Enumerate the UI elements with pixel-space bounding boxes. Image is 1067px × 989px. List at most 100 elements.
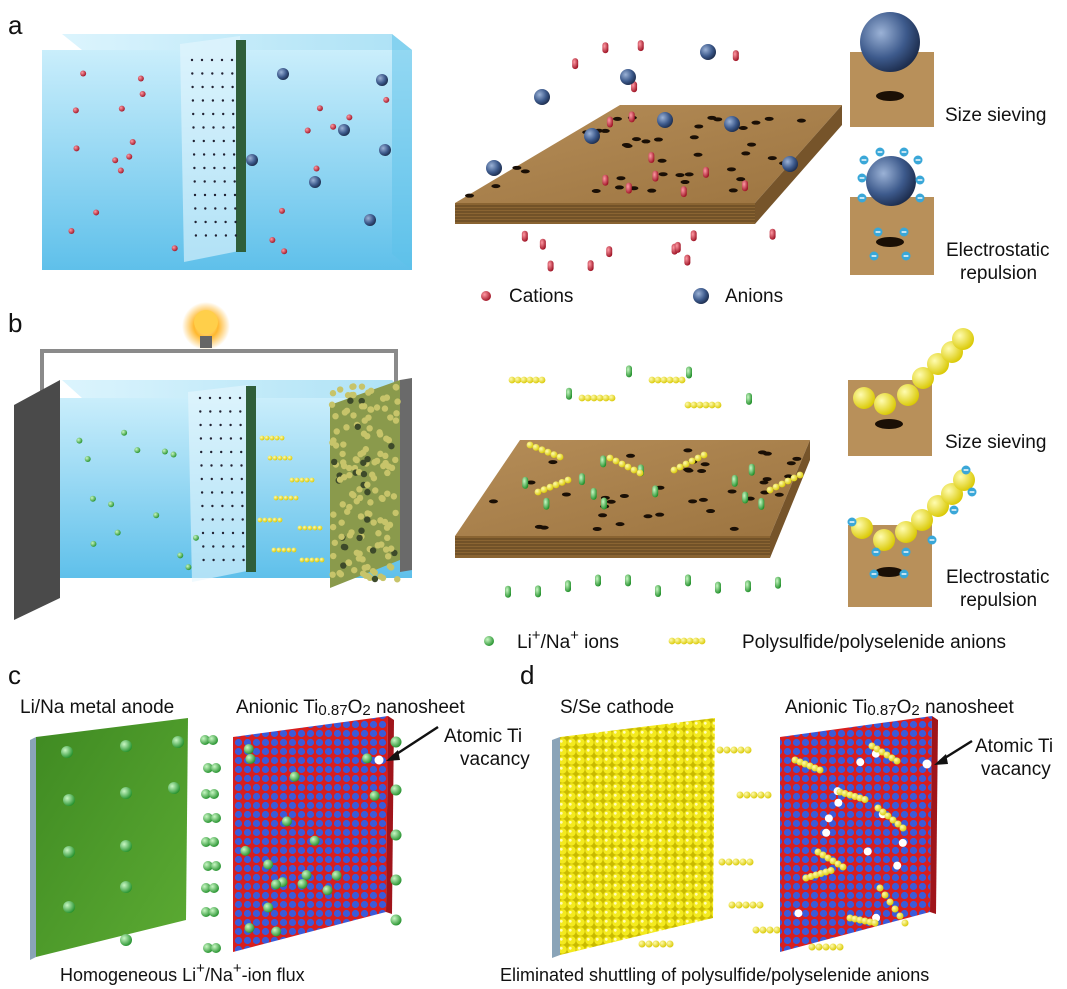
anion	[782, 156, 798, 172]
li-ion	[168, 782, 180, 794]
polysulfide-bead	[291, 547, 297, 553]
li-ion	[84, 455, 91, 462]
cation	[648, 152, 655, 164]
panel-d-cathode-title: S/Se cathode	[560, 697, 674, 718]
anion-legend-icon	[693, 288, 709, 304]
polysulfide-bead	[612, 457, 620, 465]
li-ion	[121, 429, 128, 436]
anion	[534, 89, 550, 105]
polysulfide-bead	[672, 376, 680, 384]
cation	[313, 165, 320, 172]
polysulfide-bead	[680, 637, 688, 645]
polysulfide-bead	[666, 940, 674, 948]
li-ion-flux	[200, 735, 221, 953]
cation	[73, 145, 80, 152]
anion	[364, 214, 376, 226]
panel-c-caption: Homogeneous Li+/Na+-ion flux	[60, 960, 305, 985]
li-ion	[390, 874, 402, 886]
polysulfide-bead	[746, 858, 754, 866]
polysulfide-bead	[304, 477, 310, 483]
polysulfide-bead	[508, 376, 516, 384]
panel-b-slab-layers	[455, 538, 770, 555]
polysulfide-bead	[725, 858, 733, 866]
li-ion	[120, 934, 132, 946]
cation	[732, 50, 739, 62]
ti-vacancy	[824, 814, 833, 823]
cation	[684, 254, 691, 266]
polysulfide-bead	[648, 376, 656, 384]
cation	[702, 166, 709, 178]
li-ion	[595, 574, 601, 587]
cation	[680, 186, 687, 198]
polysulfide-bead	[889, 816, 897, 824]
li-ion	[63, 846, 75, 858]
polysulfide-bead	[952, 328, 974, 350]
circuit-wire	[40, 349, 398, 398]
li-ion	[211, 763, 221, 773]
polysulfide-bead	[304, 557, 310, 563]
polysulfide-chain	[851, 469, 975, 551]
li-ion	[201, 907, 211, 917]
li-ion	[390, 784, 402, 796]
panel-b-membrane-pores	[198, 396, 245, 562]
anion	[246, 154, 258, 166]
li-ion	[209, 837, 219, 847]
polysulfide-bead	[288, 495, 294, 501]
polysulfide-bead	[319, 557, 325, 563]
panel-b-li-ions	[76, 429, 199, 571]
li-ion	[565, 580, 571, 593]
polysulfide-bead	[700, 451, 708, 459]
polysulfide-bead	[606, 454, 614, 462]
li-ion	[209, 883, 219, 893]
li-ion	[263, 859, 274, 870]
panel-b-slab-ions	[505, 365, 804, 598]
polysulfide-bead	[584, 394, 592, 402]
cation	[602, 174, 609, 186]
cation	[129, 139, 136, 146]
polysulfide-bead	[698, 637, 706, 645]
polysulfide-bead	[590, 394, 598, 402]
cation	[118, 105, 125, 112]
li-ion	[201, 883, 211, 893]
li-ion	[244, 923, 255, 934]
panel-b-negative-charges	[847, 465, 977, 579]
panel-a-electrostatic-box	[850, 147, 934, 275]
polysulfide-bead	[264, 435, 270, 441]
nanosheet-li-ions	[240, 736, 402, 937]
polysulfide-bead	[766, 926, 774, 934]
polysulfide-bead	[550, 451, 558, 458]
polysulfide-bead	[730, 746, 738, 754]
polysulfide-bead	[873, 529, 895, 551]
polysulfide-bead	[314, 557, 320, 563]
cation	[741, 180, 748, 192]
li-ion	[715, 581, 721, 594]
polysulfide-bead	[272, 517, 278, 523]
polysulfide-bead	[836, 943, 844, 951]
panel-b-membrane	[188, 385, 252, 582]
polysulfide-bead	[815, 943, 823, 951]
li-ion	[203, 763, 213, 773]
li-ion	[89, 495, 96, 502]
cation	[171, 245, 178, 252]
polysulfide-bead	[618, 460, 626, 468]
li-ion	[522, 476, 529, 489]
polysulfide-bead	[851, 517, 873, 539]
polysulfide-bead	[732, 858, 740, 866]
li-ion	[731, 474, 738, 487]
panel-a-cations	[68, 70, 390, 255]
panel-d-vacancy-label-1: Atomic Ti	[975, 736, 1053, 757]
li-ion	[742, 491, 749, 504]
polysulfide-bead	[624, 463, 632, 471]
polysulfide-bead	[678, 376, 686, 384]
li-ion	[201, 789, 211, 799]
polysulfide-bead	[796, 471, 804, 479]
polysulfide-bead	[299, 557, 305, 563]
polysulfide-bead	[912, 367, 934, 389]
cation	[68, 227, 75, 234]
polysulfide-bead	[532, 376, 540, 384]
cation	[383, 96, 390, 103]
polysulfide-bead	[279, 435, 285, 441]
polysulfide-bead	[911, 509, 933, 531]
polysulfide-bead	[293, 495, 299, 501]
polysulfide-bead	[630, 466, 638, 474]
